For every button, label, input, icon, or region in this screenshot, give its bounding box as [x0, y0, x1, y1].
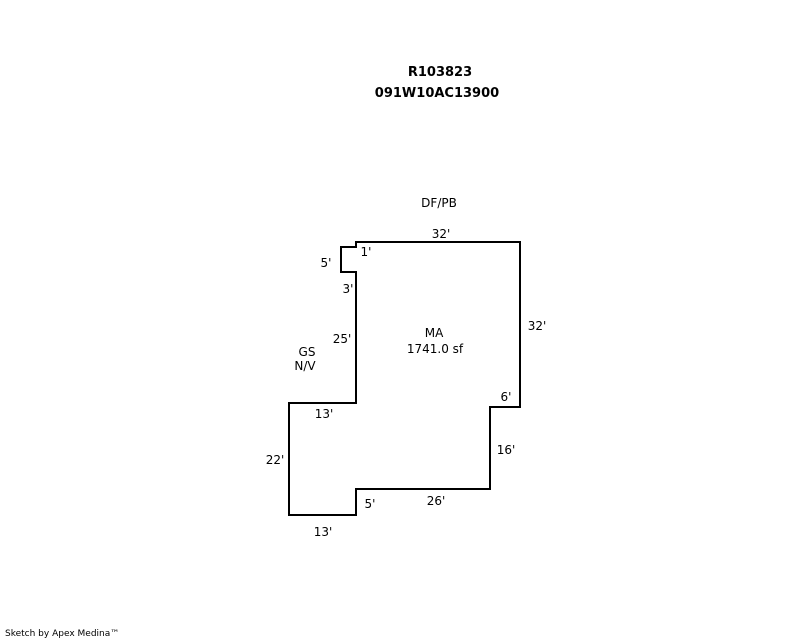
- top-label: DF/PB: [421, 196, 457, 210]
- account-id: R103823: [408, 65, 472, 80]
- area-code: MA: [425, 326, 444, 340]
- dim-right-lower: 16': [497, 443, 516, 457]
- dim-notch-top: 1': [361, 245, 372, 259]
- building-outline: [288, 241, 521, 516]
- dim-left-upper: 25': [333, 332, 352, 346]
- dim-right-step: 6': [501, 390, 512, 404]
- footer-credit: Sketch by Apex Medina™: [5, 629, 119, 639]
- dim-top: 32': [432, 227, 451, 241]
- side-label-gs: GS: [299, 345, 316, 359]
- map-tax-lot: 091W10AC13900: [375, 86, 499, 101]
- dim-notch-lower: 3': [343, 282, 354, 296]
- dim-bottom-right: 26': [427, 494, 446, 508]
- side-label-nv: N/V: [294, 359, 316, 373]
- dim-notch-side: 5': [321, 256, 332, 270]
- area-size: 1741.0 sf: [407, 342, 464, 356]
- dim-bottom-left: 13': [314, 525, 333, 539]
- dim-bottom-step: 5': [365, 497, 376, 511]
- dim-right-upper: 32': [528, 319, 547, 333]
- dim-left-step: 13': [315, 407, 334, 421]
- dim-left-lower: 22': [266, 453, 285, 467]
